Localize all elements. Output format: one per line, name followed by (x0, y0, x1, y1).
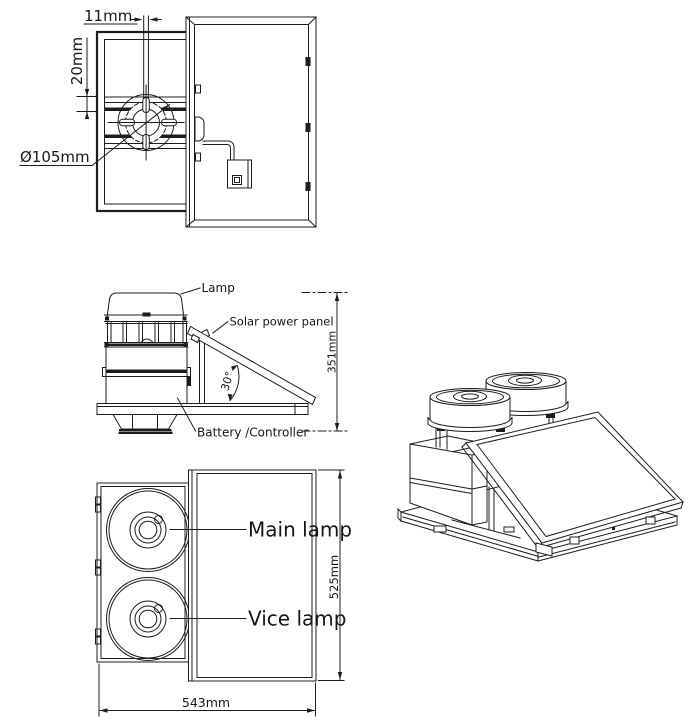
label-vice-lamp: Vice lamp (169, 607, 346, 631)
label-lamp: Lamp (180, 281, 235, 295)
dim-20mm: 20mm (68, 37, 98, 119)
base-plate (96, 403, 309, 434)
body-box (102, 346, 191, 404)
top-view-panel-frame (185, 16, 317, 228)
label-solar-panel: Solar power panel (212, 315, 334, 334)
tilt-angle-label: 30° (218, 370, 236, 392)
hinges (95, 496, 101, 645)
side-view: 30° Lamp Solar power panel Battery /Cont… (96, 281, 349, 440)
label-battery: Battery /Controller (176, 397, 308, 440)
lamp-dome (106, 292, 185, 319)
bottom-view: Main lamp Vice lamp 525mm 543mm (95, 469, 352, 717)
dim-diameter: Ø105mm (19, 103, 171, 167)
vice-lamp-label: Vice lamp (248, 607, 346, 631)
label-main-lamp: Main lamp (169, 518, 352, 542)
dim-20mm-label: 20mm (68, 37, 86, 85)
cable-and-junction-box (194, 116, 252, 189)
dim-525mm: 525mm (318, 469, 345, 681)
dim-543mm: 543mm (98, 663, 316, 717)
solar-panel-label: Solar power panel (230, 315, 334, 329)
isometric-view (397, 372, 684, 562)
dim-11mm-label: 11mm (84, 7, 132, 25)
iso-solar-panel (461, 411, 684, 549)
dim-351mm: 351mm (301, 292, 349, 432)
dim-11mm: 11mm (83, 7, 162, 25)
bottom-view-panel-frame (188, 469, 317, 682)
side-panel-assembly: 30° (186, 325, 317, 406)
iso-body-box (409, 435, 488, 533)
dim-525mm-label: 525mm (327, 555, 341, 599)
battery-label: Battery /Controller (197, 426, 308, 440)
dim-543mm-label: 543mm (182, 695, 230, 710)
vice-lamp-circle (106, 577, 190, 661)
dim-diameter-label: Ø105mm (20, 148, 90, 166)
main-lamp-label: Main lamp (248, 518, 352, 542)
top-view: 11mm 20mm Ø105mm (19, 7, 317, 228)
lamp-label: Lamp (202, 281, 235, 295)
lamp-box-outer (96, 482, 189, 663)
vent-section (104, 321, 189, 348)
iso-main-lamp (427, 388, 513, 432)
iso-base-feet (535, 516, 656, 557)
mount-circle (107, 15, 185, 161)
dim-351mm-label: 351mm (326, 331, 339, 373)
iso-panel-support (451, 486, 521, 539)
